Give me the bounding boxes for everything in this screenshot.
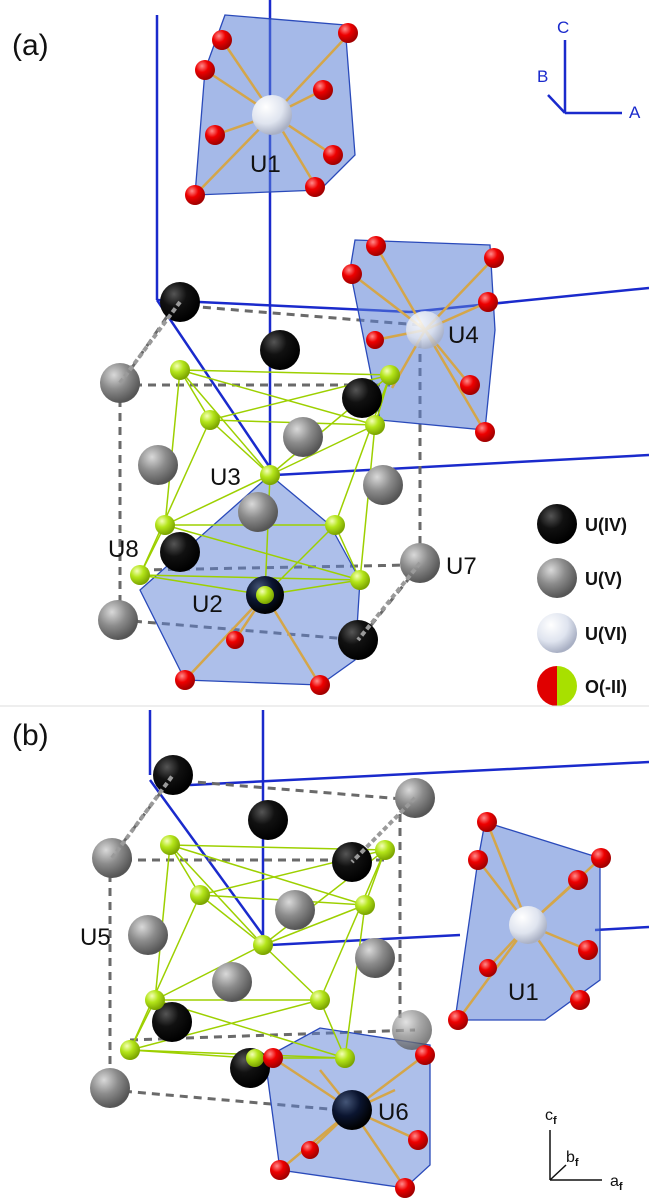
legend-label-uvi: U(VI) [585, 624, 627, 644]
label-u7: U7 [446, 553, 477, 580]
axis-bf-label: bf [566, 1149, 579, 1169]
oxygen-sphere-icon [537, 666, 577, 706]
panel-b-label: (b) [12, 719, 49, 752]
atoms-panel-b [90, 755, 611, 1198]
label-u8: U8 [108, 536, 139, 563]
axis-cf-label: cf [545, 1107, 557, 1127]
legend-label-uv: U(V) [585, 569, 622, 589]
label-u1: U1 [250, 151, 281, 178]
legend: U(IV) U(V) U(VI) O(-II) [537, 504, 627, 706]
label-u4: U4 [448, 322, 479, 349]
short-bonds-a [118, 300, 422, 642]
legend-label-o: O(-II) [585, 677, 627, 697]
u-v-sphere-icon [537, 558, 577, 598]
axis-a-label: A [629, 103, 641, 122]
legend-label-uiv: U(IV) [585, 515, 627, 535]
panel-b: (b) [12, 710, 649, 1198]
u-iv-sphere-icon [537, 504, 577, 544]
label-u3: U3 [210, 464, 241, 491]
axis-af-label: af [610, 1173, 623, 1193]
panel-a: (a) [12, 0, 649, 706]
axis-triad-a [547, 40, 622, 115]
label-u2: U2 [192, 591, 223, 618]
short-bonds-b [110, 773, 417, 864]
axis-b-label: B [537, 67, 548, 86]
axis-c-label: C [557, 18, 569, 37]
label-u1-b: U1 [508, 979, 539, 1006]
panel-a-label: (a) [12, 29, 49, 62]
u-vi-sphere-icon [537, 613, 577, 653]
axis-triad-b [549, 1130, 602, 1181]
label-u6: U6 [378, 1099, 409, 1126]
label-u5: U5 [80, 924, 111, 951]
